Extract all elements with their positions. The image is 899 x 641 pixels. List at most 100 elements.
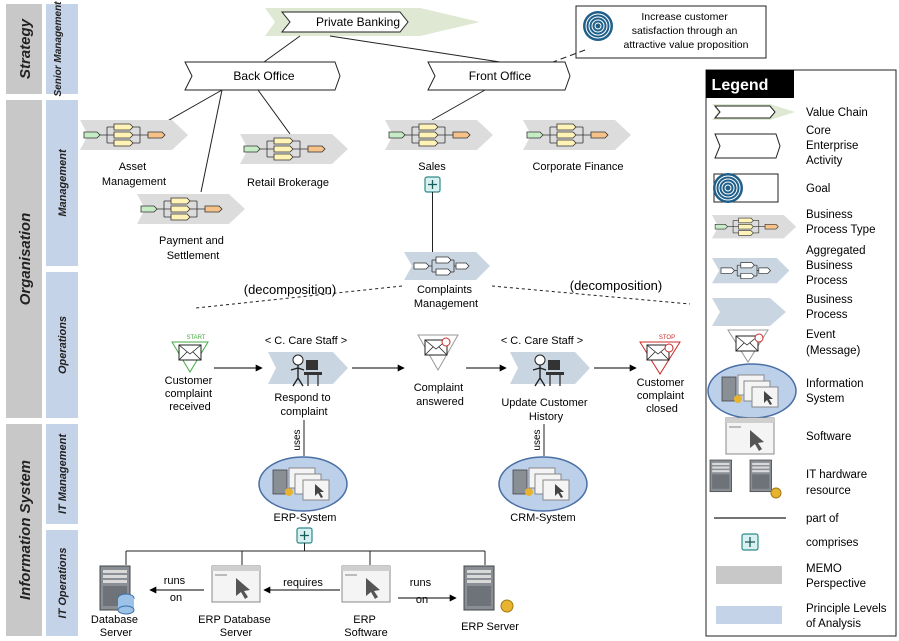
email-icon — [754, 333, 764, 343]
legend-title-bar — [706, 70, 794, 98]
operations-label: Operations — [57, 316, 69, 374]
decomposition-right-label: (decomposition) — [570, 278, 663, 293]
uses-label-1: uses — [292, 429, 303, 450]
back-office-shape — [184, 61, 341, 91]
legend-perspective-swatch — [716, 566, 782, 584]
retail-brokerage-label: Retail Brokerage — [247, 177, 329, 189]
legend-title: Legend — [712, 77, 769, 94]
asset-management-label: Asset Management — [102, 161, 166, 188]
sales-label: Sales — [418, 161, 446, 173]
legend-part-of-label: part of — [806, 513, 839, 525]
legend-goal-icon — [712, 172, 744, 204]
goal-text: Increase customer satisfaction through a… — [624, 11, 749, 51]
event-closed-label: Customer complaint closed — [637, 377, 688, 415]
start-envelope-icon — [178, 344, 202, 361]
back-office-label: Back Office — [233, 69, 294, 83]
management-label: Management — [57, 148, 69, 217]
front-office-label: Front Office — [469, 69, 532, 83]
goal-icon — [582, 10, 614, 42]
runs-on-label-1: runs on — [164, 575, 188, 604]
gear-icon — [770, 487, 782, 499]
corporate-finance-label: Corporate Finance — [532, 161, 623, 173]
complaints-management-label: Complaints Management — [414, 284, 478, 310]
legend-level-swatch — [716, 606, 782, 624]
organisation-label: Organisation — [17, 213, 34, 306]
uses-label-2: uses — [532, 429, 543, 450]
database-server-label: Database Server — [91, 614, 141, 639]
strategy-label: Strategy — [17, 18, 34, 79]
legend-value-chain-outline — [713, 105, 776, 119]
email-icon — [664, 343, 674, 353]
erp-server-label: ERP Server — [461, 621, 519, 633]
decomposition-left-line — [195, 285, 403, 309]
legend-goal-label: Goal — [806, 183, 830, 195]
crm-information-system-icon — [498, 456, 588, 512]
legend-aggregated-process-icon — [711, 257, 790, 284]
legend-comprises-label: comprises — [806, 537, 859, 549]
strategy-links — [263, 35, 501, 63]
legend-business-process-icon — [712, 298, 786, 326]
legend-business-process-label: Business Process — [806, 294, 856, 321]
it-management-level-band — [46, 424, 78, 524]
email-icon — [441, 337, 451, 347]
management-links — [133, 89, 486, 193]
crm-system-label: CRM-System — [510, 512, 575, 524]
plus-icon — [300, 531, 309, 540]
it-operations-label: IT Operations — [57, 548, 69, 619]
asset-management-process-type-icon — [79, 119, 189, 151]
corporate-finance-process-type-icon — [522, 119, 632, 151]
legend-aggregated-process-label: Aggregated Business Process — [806, 245, 869, 287]
operations-level-band — [46, 272, 78, 418]
complaints-management-aggregated-process-icon — [403, 251, 491, 281]
legend-core-activity-label: Core Enterprise Activity — [806, 125, 862, 167]
erp-composition-tree — [125, 543, 486, 565]
decomposition-left-label: (decomposition) — [244, 282, 337, 297]
payment-settlement-label: Payment and Settlement — [159, 235, 227, 262]
legend-perspective-label: MEMO Perspective — [806, 563, 866, 590]
erp-server-icon — [463, 565, 495, 611]
legend-hardware-label: IT hardware resource — [806, 469, 870, 497]
value-chain-shape — [280, 11, 409, 33]
legend-levels-label: Principle Levels of Analysis — [806, 603, 890, 630]
information-system-label: Information System — [17, 460, 34, 600]
erp-software-label: ERP Software — [344, 614, 387, 639]
front-office-shape — [427, 61, 571, 91]
erp-system-label: ERP-System — [274, 512, 337, 524]
senior-management-level-band — [46, 4, 78, 94]
retail-brokerage-process-type-icon — [239, 133, 349, 165]
legend-information-system-label: Information System — [806, 378, 867, 405]
legend-software-label: Software — [806, 431, 851, 443]
sales-process-type-icon — [384, 119, 494, 151]
legend-process-type-label: Business Process Type — [806, 209, 875, 236]
erp-software-icon — [341, 565, 391, 603]
legend-value-chain-label: Value Chain — [806, 107, 868, 119]
it-management-label: IT Management — [57, 433, 69, 514]
legend-process-type-icon — [711, 214, 797, 239]
information-system-perspective-band — [6, 424, 42, 636]
legend-box — [705, 69, 897, 637]
legend-core-activity-icon — [714, 133, 781, 159]
gear-icon — [500, 599, 514, 613]
erp-database-software-icon — [211, 565, 261, 603]
legend-server-icon — [709, 459, 732, 493]
management-level-band — [46, 100, 78, 266]
legend-event-label: Event (Message) — [806, 329, 860, 357]
event-received-label: Customer complaint received — [165, 375, 216, 413]
database-icon-bottom — [117, 605, 135, 615]
actor-2-label: < C. Care Staff > — [501, 335, 583, 347]
plus-icon — [745, 537, 755, 547]
erp-database-server-label: ERP Database Server — [198, 614, 274, 639]
start-event-label: START — [186, 335, 205, 341]
legend-information-system-icon — [707, 363, 797, 419]
strategy-perspective-band — [6, 4, 42, 94]
respond-process-label: Respond to complaint — [274, 392, 333, 418]
requires-label: requires — [283, 577, 323, 589]
payment-settlement-process-type-icon — [136, 193, 246, 225]
actor-1-label: < C. Care Staff > — [265, 335, 347, 347]
value-chain-label: Private Banking — [316, 15, 400, 29]
update-process-label: Update Customer History — [501, 397, 590, 423]
stop-event-label: STOP — [659, 335, 675, 341]
senior-management-label: Senior Management — [53, 1, 64, 97]
